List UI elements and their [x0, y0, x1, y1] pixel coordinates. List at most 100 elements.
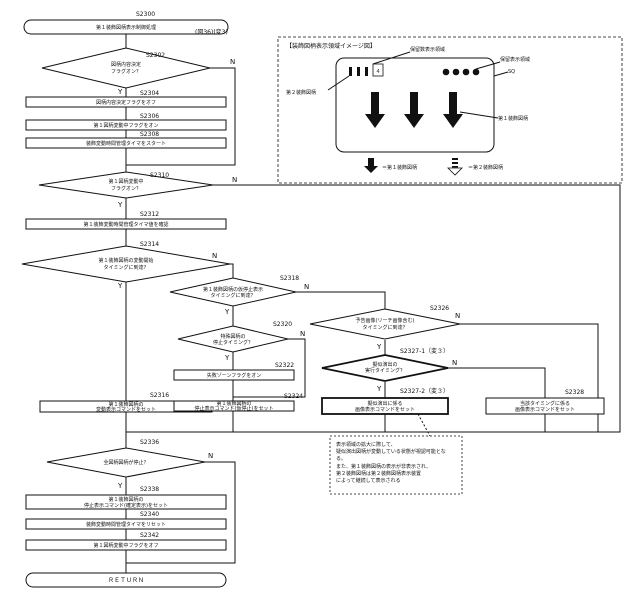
- process-s2338-line2: 停止表示コマンド(確定表示)をセット: [84, 502, 168, 509]
- process-s2304-text: 図柄内容決定フラグをオフ: [96, 99, 156, 106]
- process-s2322: 失敗ゾーンフラグをオン S2322: [174, 362, 294, 380]
- step-id-s2340: S2340: [140, 511, 159, 518]
- decision-s2326: 予告画像(リーチ画像含む) タイミングに到達？ S2326: [310, 305, 460, 339]
- process-s2338-line1: 第１装飾図柄の: [108, 496, 143, 503]
- branch-no-s2320: N: [300, 330, 305, 338]
- decision-s2318-line2: タイミングに到達？: [210, 292, 255, 299]
- branch-no-s2310: N: [232, 176, 237, 184]
- decision-s2327-1: 擬似演出の 実行タイミング？ S2327-1（変３）: [322, 347, 449, 381]
- small-pattern-1: [349, 67, 352, 76]
- figure-label: (図36)(変3): [195, 28, 228, 36]
- step-id-s2327-1: S2327-1（変３）: [400, 347, 449, 355]
- branch-yes-s2310: Y: [117, 201, 123, 209]
- branch-yes-s2318: Y: [224, 308, 230, 316]
- decision-s2302-line2: フラグオン？: [111, 68, 141, 75]
- note-line-6: によって継続して表示される: [336, 477, 400, 484]
- hold-display-label: 保留表示領域: [500, 56, 530, 63]
- branch-no-s2326: N: [455, 312, 460, 320]
- branch-no-s2327-1: N: [452, 359, 457, 367]
- step-id-s2338: S2338: [140, 486, 159, 493]
- branch-yes-s2314: Y: [117, 282, 123, 290]
- small-pattern-2: [357, 67, 360, 76]
- branch-yes-s2326: Y: [376, 343, 382, 351]
- branch-yes-s2336: Y: [117, 482, 123, 490]
- process-s2316-line2: 変動表示コマンドをセット: [96, 406, 156, 413]
- step-id-s2300: S2300: [136, 11, 155, 18]
- start-terminal-text: 第１装飾図柄表示制御処理: [96, 24, 156, 31]
- step-id-s2324: S2324: [284, 393, 303, 400]
- sq-label: SQ: [508, 69, 515, 75]
- step-id-s2326: S2326: [430, 305, 449, 312]
- decision-s2314-line1: 第１装飾図柄の変動開始: [98, 257, 153, 264]
- process-s2327-2-line2: 画像表示コマンドをセット: [355, 406, 415, 413]
- pattern1-label: 第１装飾図柄: [498, 115, 528, 122]
- step-id-s2318: S2318: [280, 275, 299, 282]
- process-s2306-text: 第１図柄変動中フラグをオン: [93, 122, 158, 129]
- note-line-5: 第２装飾図柄は第２装飾図柄表示装置: [336, 470, 421, 477]
- step-id-s2312: S2312: [140, 211, 159, 218]
- note-line-1: 表示領域の拡大に際して、: [336, 441, 396, 448]
- step-id-s2316: S2316: [150, 392, 169, 399]
- decision-s2327-1-line1: 擬似演出の: [372, 361, 397, 368]
- decision-s2327-1-line2: 実行タイミング？: [365, 367, 405, 374]
- key-pattern1-text: ＝第１装飾図柄: [382, 164, 417, 171]
- process-s2324-line2: 停止表示コマンド(仮停止)をセット: [195, 405, 274, 412]
- step-id-s2322: S2322: [275, 362, 294, 369]
- branch-yes-s2327-1: Y: [376, 385, 382, 393]
- return-terminal-text: ＲＥＴＵＲＮ: [108, 577, 144, 584]
- decision-s2326-line1: 予告画像(リーチ画像含む): [356, 317, 415, 324]
- decision-s2320-line2: 停止タイミング？: [213, 339, 253, 346]
- step-id-s2327-2: S2327-2（変３）: [400, 387, 449, 395]
- branch-yes-s2302: Y: [117, 88, 123, 96]
- hold-count-digit: ４: [375, 69, 380, 75]
- decision-s2318: 第１装飾図柄の仮停止表示 タイミングに到達？ S2318: [170, 275, 299, 306]
- hold-area-label: 保留数表示領域: [410, 46, 445, 53]
- process-s2324: 第１装飾図柄の 停止表示コマンド(仮停止)をセット S2324: [174, 393, 303, 412]
- decision-s2310-line1: 第１図柄変動中: [108, 178, 143, 185]
- legend-panel: 【装飾図柄表示領域イメージ図】 ４ 保留数表示領域 保留表示領域 SQ 第２装飾…: [278, 37, 622, 183]
- decision-s2314-line2: タイミングに到達？: [103, 264, 148, 271]
- step-id-s2304: S2304: [140, 90, 159, 97]
- small-pattern-3: [365, 67, 368, 76]
- process-s2327-2-line1: 擬似演出に係る: [367, 400, 402, 407]
- process-s2342-text: 第１図柄変動中フラグをオフ: [93, 542, 158, 549]
- branch-yes-s2320: Y: [224, 354, 230, 362]
- decision-s2320: 特殊図柄の 停止タイミング？ S2320: [178, 321, 292, 352]
- hold-dot-4: [473, 69, 480, 76]
- return-terminal: ＲＥＴＵＲＮ: [26, 573, 226, 587]
- note-line-4: また、第１装飾図柄の表示が非表示され、: [336, 463, 431, 470]
- legend-title: 【装飾図柄表示領域イメージ図】: [286, 42, 376, 50]
- decision-s2336-text: 全図柄図柄が停止？: [103, 459, 148, 466]
- step-id-s2336: S2336: [140, 439, 159, 446]
- branch-no-s2302: N: [230, 58, 235, 66]
- decision-s2314: 第１装飾図柄の変動開始 タイミングに到達？ S2314: [22, 241, 230, 282]
- process-s2312-text: 第１装飾変動時間管理タイマ値を確認: [83, 221, 168, 228]
- step-id-s2320: S2320: [273, 321, 292, 328]
- decision-s2318-line1: 第１装飾図柄の仮停止表示: [203, 286, 263, 293]
- process-s2327-2: 擬似演出に係る 画像表示コマンドをセット S2327-2（変３）: [322, 387, 449, 414]
- step-id-s2302: S2302: [146, 52, 165, 59]
- process-s2328-line2: 画像表示コマンドをセット: [515, 406, 575, 413]
- process-s2308-text: 装飾変動時間管理タイマをスタート: [86, 140, 166, 147]
- branch-no-s2318: N: [304, 283, 309, 291]
- decision-s2326-line2: タイミングに到達？: [362, 324, 407, 331]
- decision-s2302: 図柄内容決定 フラグオン？ S2302: [42, 48, 210, 88]
- process-s2340-text: 装飾変動時間管理タイマをリセット: [86, 521, 166, 528]
- key-pattern2-text: ＝第２装飾図柄: [468, 164, 503, 171]
- step-id-s2310: S2310: [150, 172, 169, 179]
- step-id-s2328: S2328: [565, 389, 584, 396]
- process-s2328-line1: 当該タイミングに係る: [520, 400, 570, 407]
- process-s2322-text: 失敗ゾーンフラグをオン: [207, 372, 262, 379]
- branch-no-s2336: N: [208, 452, 213, 460]
- hold-dot-1: [443, 69, 450, 76]
- pattern2-label: 第２装飾図柄: [286, 89, 316, 96]
- note-line-3: る。: [336, 456, 346, 462]
- branch-no-s2314: N: [212, 252, 217, 260]
- step-id-s2342: S2342: [140, 532, 159, 539]
- note-line-2: 疑似演出図柄が変動している状態が視認可能とな: [336, 448, 446, 455]
- hold-dot-2: [453, 69, 460, 76]
- decision-s2310: 第１図柄変動中 フラグオン？ S2310: [39, 172, 213, 198]
- step-id-s2308: S2308: [140, 131, 159, 138]
- step-id-s2306: S2306: [140, 113, 159, 120]
